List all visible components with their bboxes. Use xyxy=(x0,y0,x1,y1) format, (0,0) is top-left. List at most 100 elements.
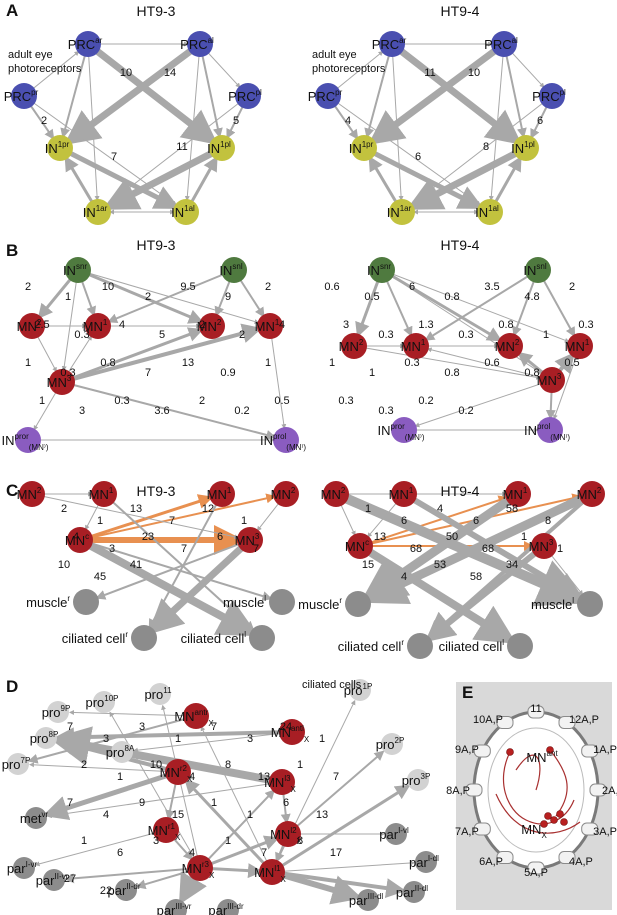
panel-c-right-label-mn2b: MN2 xyxy=(577,486,602,502)
panel-d-edge-mn_l1-mn_r2 xyxy=(184,778,274,874)
panel-d-weight-14: 1 xyxy=(297,759,303,771)
panel-c-left-label-mn2: MN2 xyxy=(17,486,42,502)
panel-d-label-pro_10p: pro10P xyxy=(85,694,118,710)
panel-d-node-pro_10p xyxy=(93,691,115,713)
panel-c-left-weight-5: 1 xyxy=(241,515,247,527)
panel-c-left-node-mn3 xyxy=(237,527,263,553)
panel-d-node-pro_2p xyxy=(381,733,403,755)
panel-b-right-label-in_snr: INsnr xyxy=(367,262,391,278)
panel-c-left-edge-mn1b-cil_r xyxy=(148,493,223,630)
panel-e-segment-label-3: 2A,P xyxy=(602,785,617,797)
panel-b-right-edge-in_snr-mn3a xyxy=(381,268,503,342)
panel-c-left-label-muscle_l: musclel xyxy=(223,594,266,610)
panel-d-weight-12: 8 xyxy=(225,759,231,771)
panel-b-right-weight-17: 0.8 xyxy=(444,367,459,379)
panel-b-right-weight-5: 4.8 xyxy=(524,291,539,303)
panel-d-label-pro_1p: pro1P xyxy=(344,682,373,698)
panel-b-left-edge-mn3-in_prol xyxy=(61,381,277,440)
panel-d-weight-19: 15 xyxy=(172,809,184,821)
panel-e-segment-plate-10 xyxy=(473,744,491,758)
panel-a-right-label-in_1pl: IN1pl xyxy=(511,140,535,156)
panel-a-right-node-prc_pr xyxy=(315,83,341,109)
panel-b-left-label-mn3a: MN2 xyxy=(197,318,222,334)
panel-a-left-weight-0: 10 xyxy=(120,67,132,79)
panel-d-edge-mn_l3-met_vr xyxy=(46,781,283,819)
panel-b-right-node-mn2 xyxy=(341,333,367,359)
panel-c-right-edge-mn_c-cil_l xyxy=(357,542,517,644)
panel-a-right-edge-in_1pl-in_1ar xyxy=(406,144,528,210)
panel-d-node-par_iiivr xyxy=(165,899,187,915)
panel-b-right-edge-in_snl-mn1 xyxy=(424,269,539,341)
panel-a-right-label-prc_pl: PRCpl xyxy=(532,88,566,104)
panel-e-segment-plate-3 xyxy=(589,783,607,797)
panel-d-label-mn_antr: MNantrX xyxy=(174,708,214,728)
panel-a-left-edge-prc_pr-in_1al xyxy=(23,95,178,206)
panel-b-left-label-in_pror: INpror(MN⁾) xyxy=(2,432,49,452)
panel-c-left-weight-11: 7 xyxy=(253,543,259,555)
panel-d-edge-mn_l2-pro_2p xyxy=(287,750,385,835)
panel-b-title-left: HT9-3 xyxy=(137,237,176,253)
panel-d-weight-6: 24 xyxy=(280,721,292,733)
panel-d-label-par_iidr: parII-dr xyxy=(107,882,140,898)
panel-d-edge-mn_r3-pro_11 xyxy=(161,704,201,869)
panel-b-right-node-in_prol xyxy=(537,417,563,443)
panel-a-right-label-in_1al: IN1al xyxy=(475,204,499,220)
panel-e-segment-plate-1 xyxy=(558,715,576,729)
panel-d-weight-7: 1 xyxy=(319,733,325,745)
panel-b-right-label-in_pror: INpror(MN⁾) xyxy=(378,422,425,442)
panel-d-note: ciliated cells xyxy=(302,679,362,691)
panel-e-label-mn-ant: MNant xyxy=(526,749,558,765)
panel-b-right-weight-19: 0.8 xyxy=(524,367,539,379)
panel-a-right-weight-5: 8 xyxy=(483,141,489,153)
panel-a-left-edge-prc_al-in_1pr xyxy=(64,41,203,146)
panel-c-left-weight-3: 7 xyxy=(169,515,175,527)
panel-c-right-weight-16: 34 xyxy=(506,559,518,571)
panel-d-node-mn_l1 xyxy=(259,859,285,885)
panel-b-right-weight-7: 3 xyxy=(343,319,349,331)
panel-b-right-weight-14: 1 xyxy=(329,357,335,369)
panel-b-right-label-mn2: MN2 xyxy=(339,338,364,354)
panel-d-node-par_iiidl xyxy=(357,889,379,911)
panel-e-label-mn-x: MNX xyxy=(521,822,547,840)
panel-d-edge-mn_r2-met_vr xyxy=(42,769,179,821)
panel-b-right-node-mn3a xyxy=(497,333,523,359)
panel-a-right-label-in_1ar: IN1ar xyxy=(387,204,412,220)
panel-a-right-node-in_1pr xyxy=(351,135,377,161)
panel-c-left-label-cil_l: ciliated celll xyxy=(181,630,247,646)
panel-e-segment-plate-7 xyxy=(496,851,514,865)
panel-c-title-left: HT9-3 xyxy=(137,483,176,499)
panel-d-weight-25: 6 xyxy=(117,847,123,859)
panel-c-left-weight-13: 45 xyxy=(94,571,106,583)
panel-c-right-edge-mn2b-cil_r xyxy=(425,492,594,641)
panel-c-right-label-muscle_l: musclel xyxy=(531,596,574,612)
panel-a-left-node-prc_ar xyxy=(75,31,101,57)
panel-a-left-label-prc_al: PRCal xyxy=(180,36,214,52)
panel-b-right-label-in_snl: INsnl xyxy=(523,262,546,278)
panel-b-left-edge-in_snr-mn3 xyxy=(61,269,79,372)
panel-d-weight-16: 7 xyxy=(67,797,73,809)
panel-d-node-pro_3p xyxy=(407,769,429,791)
panel-c-left-weight-9: 7 xyxy=(181,543,187,555)
panel-c-left-weight-12: 10 xyxy=(58,559,70,571)
panel-c-left-label-mn_c: MNc xyxy=(65,532,89,548)
panel-d-edge-mn_l1-par_iiidl xyxy=(271,869,363,905)
panel-b-left-weight-24: 3.6 xyxy=(154,405,169,417)
panel-b-right-weight-4: 3.5 xyxy=(484,281,499,293)
panel-e-segment-plate-6 xyxy=(527,861,545,875)
panel-d-label-pro_7p: pro7P xyxy=(2,756,31,772)
panel-c-right-edge-mn2b-muscle_r xyxy=(360,489,594,604)
panel-b-right-node-in_snl xyxy=(525,257,551,283)
panel-b-left-weight-16: 0.8 xyxy=(100,357,115,369)
panel-c-left-edge-mn_c-mn1b xyxy=(79,494,214,542)
panel-d-weight-18: 9 xyxy=(139,797,145,809)
panel-b-right-edge-mn3-in_pror xyxy=(414,379,553,428)
panel-d-node-pro_8p xyxy=(35,727,57,749)
panel-d-label-par_ivl: parI-vl xyxy=(379,826,409,842)
panel-d-label-par_iiivr: parIII-vr xyxy=(157,902,192,915)
panel-d-edge-mn_r3-mn_l3 xyxy=(199,789,276,869)
panel-c-left-edge-mn1-cil_l xyxy=(103,493,255,632)
panel-e-segment-label-1: 12A,P xyxy=(569,714,599,726)
panel-c-right-label-mn1b: MN1 xyxy=(503,486,528,502)
panel-b-right-weight-23: 0.2 xyxy=(418,395,433,407)
